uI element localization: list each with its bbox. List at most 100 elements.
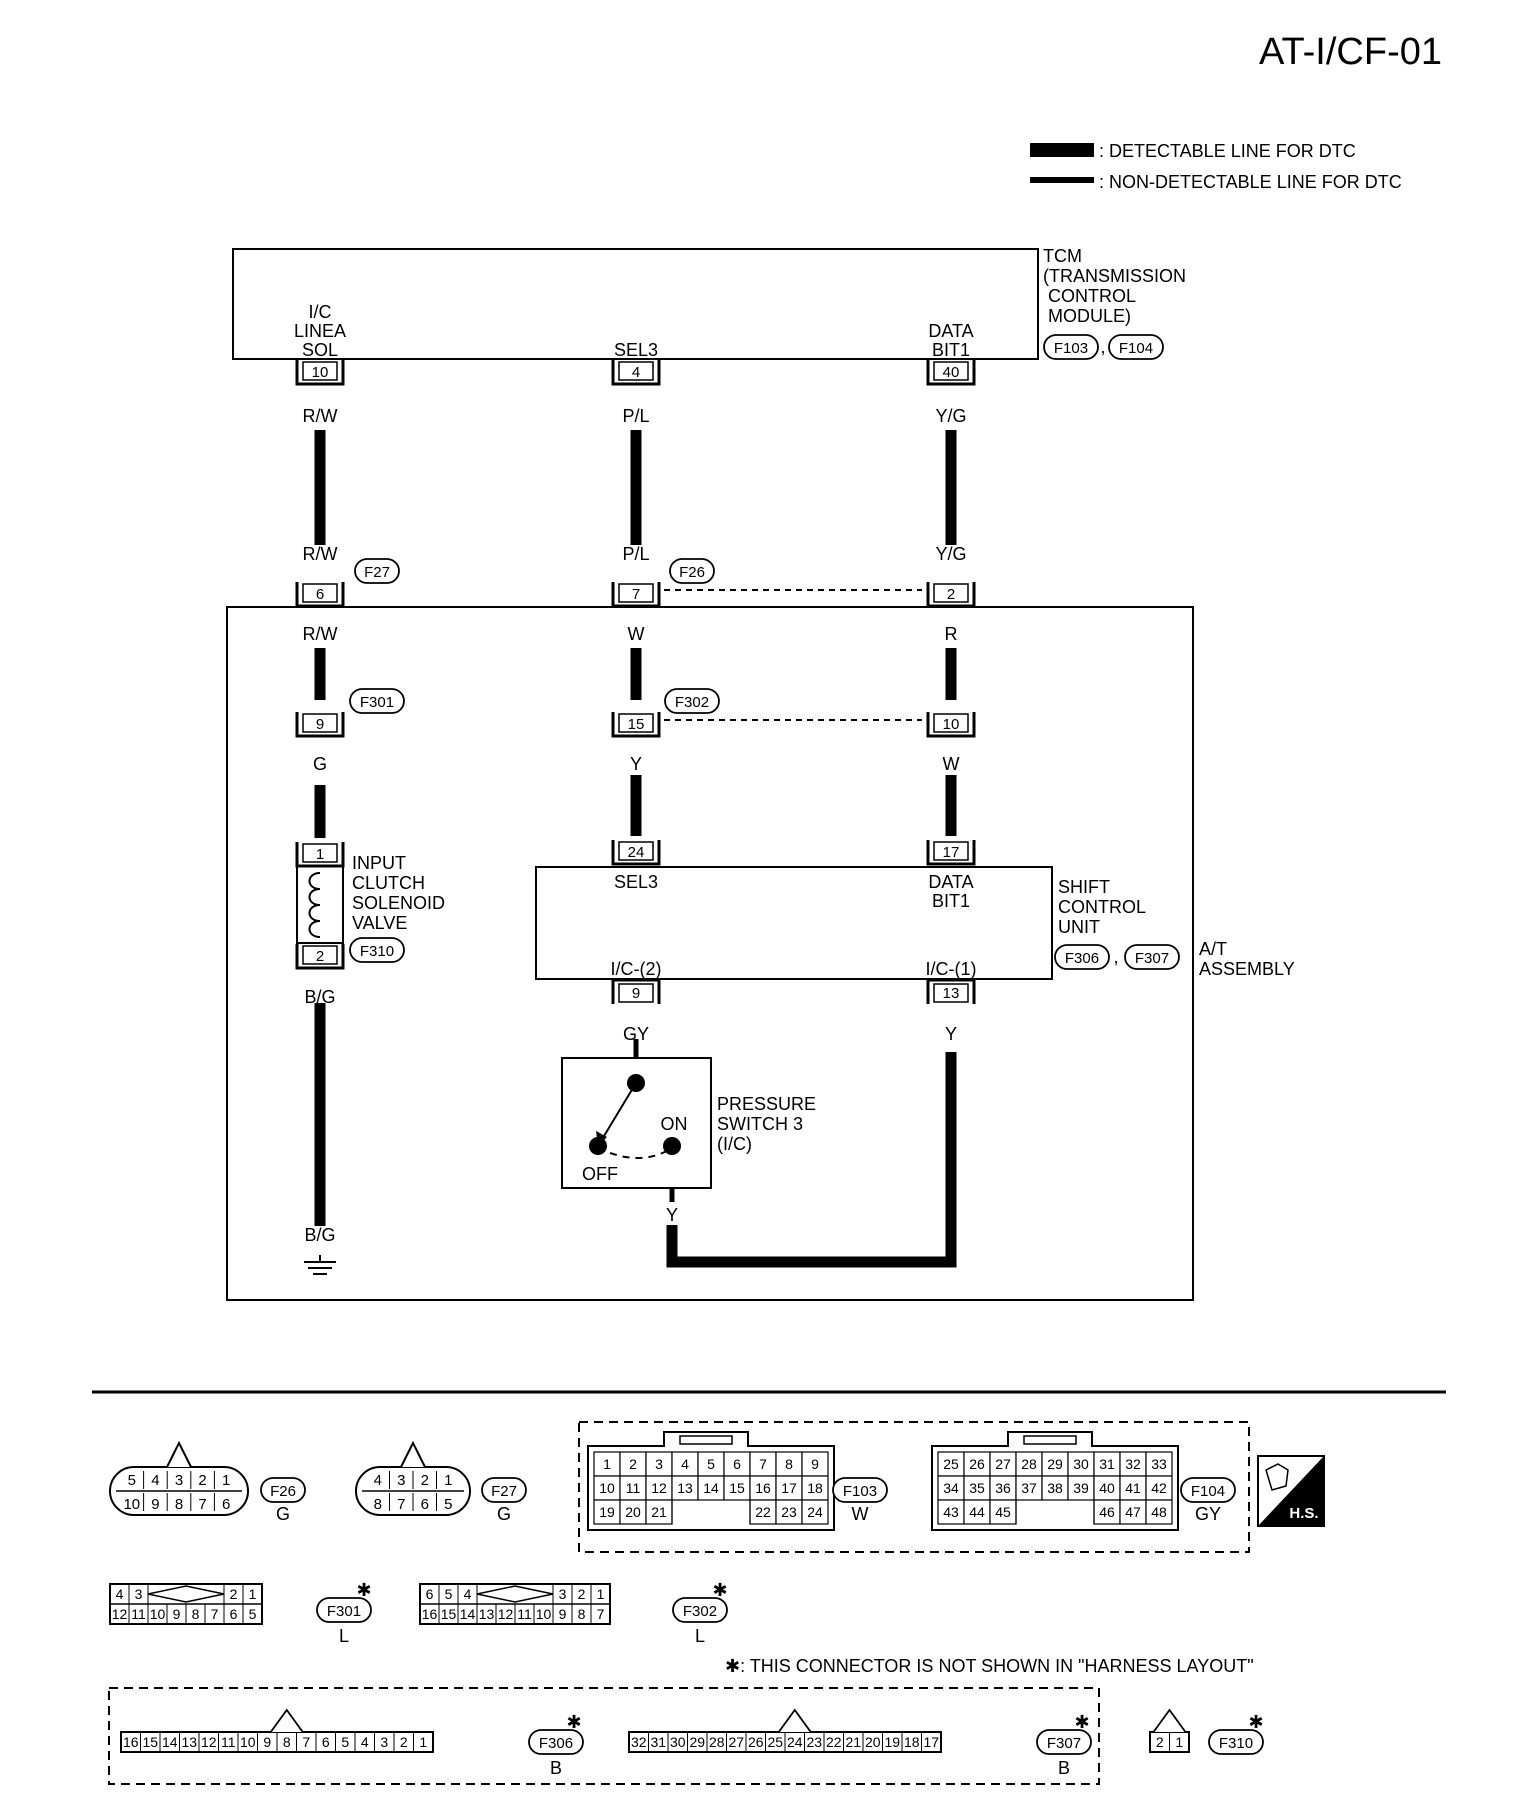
cv-f306-pin-1: 1 (419, 1734, 427, 1750)
scu-title-line1: SHIFT (1058, 877, 1110, 897)
cv-f104-pin-27: 27 (995, 1456, 1011, 1472)
cv-f104-pin-32: 32 (1125, 1456, 1141, 1472)
tcm-pin-10-wire: R/W (303, 406, 338, 426)
cv-f104-cell-37 (1015, 1475, 1043, 1501)
scu-in-pin-24-bracket (611, 840, 661, 866)
solenoid-out-wire: B/G (304, 987, 335, 1007)
cv-f103-pin-10: 10 (599, 1480, 615, 1496)
cv-f307-pin-17: 17 (923, 1734, 939, 1750)
cv-f26-ref-pill (260, 1477, 306, 1503)
cv-f307-pin-26: 26 (748, 1734, 764, 1750)
cv-f306-pin-3: 3 (380, 1734, 388, 1750)
f301-bottom-wire: G (313, 754, 327, 774)
switch-off-contact (589, 1137, 607, 1155)
cv-f306-ref-pill (528, 1729, 584, 1755)
cv-f104-pin-44: 44 (969, 1504, 985, 1520)
scu-out-pin-9-number: 9 (632, 985, 640, 1002)
tcm-title-line3: CONTROL (1043, 286, 1136, 306)
pressure-switch-label-line1: PRESSURE (717, 1094, 816, 1114)
cv-f306-ref-label: F306 (539, 1735, 573, 1752)
cv-f26-ref-label: F26 (270, 1483, 296, 1500)
cv-f26-color: G (276, 1504, 290, 1524)
cv-f306-pin-10: 10 (240, 1734, 256, 1750)
f302-pin-10-number: 10 (943, 716, 960, 733)
tcm-pin-40-wire: Y/G (935, 406, 966, 426)
scu-connector-f307-label: F307 (1135, 950, 1169, 967)
diagram-dynamic: I/CLINEASOL10R/WSEL34P/LDATABIT140Y/GF10… (109, 302, 1325, 1778)
cv-f103-pin-11: 11 (626, 1480, 641, 1496)
cv-f104-cell-32 (1119, 1451, 1147, 1477)
cv-f307-pin-31: 31 (650, 1734, 666, 1750)
f301-pin-bracket (295, 712, 345, 738)
cv-f306-pin-11: 11 (221, 1734, 236, 1750)
cv-f104-cell-45 (989, 1499, 1017, 1525)
cv-f104-pin-42: 42 (1151, 1480, 1167, 1496)
legend-non-detectable-text: : NON-DETECTABLE LINE FOR DTC (1099, 172, 1402, 192)
cv-f27-pin-5: 5 (444, 1496, 452, 1513)
cv-f302-pin-6: 6 (426, 1586, 434, 1602)
cv-f103-cell-12 (645, 1475, 673, 1501)
cv-f306-pin-14: 14 (162, 1734, 178, 1750)
f306-f307-group (108, 1687, 1100, 1785)
cv-f103-cell-19 (593, 1499, 621, 1525)
f26-pin-7-bottom-wire: W (628, 624, 645, 644)
f302-ref-label: F302 (675, 694, 709, 711)
cv-f302-pin-4: 4 (464, 1586, 472, 1602)
tcm-title-line4: MODULE) (1043, 306, 1131, 326)
scu-box (535, 866, 1053, 980)
solenoid-label-line3: SOLENOID (352, 893, 445, 913)
cv-f306-pin-5: 5 (341, 1734, 349, 1750)
at-assembly-box (226, 606, 1194, 1301)
cv-f104-cell-25 (937, 1451, 965, 1477)
f301-pin-box (302, 713, 338, 733)
cv-f307-pin-27: 27 (728, 1734, 744, 1750)
f26-pin-2-number: 2 (947, 586, 955, 603)
scu-in-pin-24-number: 24 (628, 844, 645, 861)
cv-f27-pin-4: 4 (374, 1472, 382, 1489)
cv-f104-pin-46: 46 (1099, 1504, 1115, 1520)
f26-pin-7-top-wire: P/L (622, 544, 649, 564)
cv-f103-pin-8: 8 (785, 1456, 793, 1472)
cv-f104-recess (1015, 1500, 1095, 1524)
cv-f103-cell-20 (619, 1499, 647, 1525)
scu-connector-f306-pill (1054, 944, 1110, 970)
solenoid-label-line2: CLUTCH (352, 873, 425, 893)
cv-f27-pin-8: 8 (374, 1496, 382, 1513)
cv-f301-pin-12: 12 (112, 1606, 128, 1622)
cv-f306-pin-12: 12 (201, 1734, 217, 1750)
f27-pin-number: 6 (316, 586, 324, 603)
f27-top-wire: R/W (303, 544, 338, 564)
scu-out-pin-9-bracket (611, 978, 661, 1004)
tcm-pin-2-label-line0: DATA (928, 321, 973, 341)
solenoid-coil-symbol (308, 872, 321, 938)
cv-f301-pin-1: 1 (249, 1586, 257, 1602)
scu-in-pin-17-box (933, 841, 969, 861)
scu-connector-f307-pill (1124, 944, 1180, 970)
cv-f301-pin-2: 2 (230, 1586, 238, 1602)
tcm-pin-40-bracket (926, 360, 976, 386)
cv-f104-pin-33: 33 (1151, 1456, 1167, 1472)
solenoid-connector-f310-label: F310 (360, 943, 394, 960)
cv-f306-star: ✱ (566, 1712, 581, 1732)
cv-f104-key (1023, 1435, 1077, 1445)
cv-f104-cell-43 (937, 1499, 965, 1525)
diagram-shapes (92, 143, 1446, 1785)
cv-f103-pin-1: 1 (603, 1456, 611, 1472)
scu-title-line2: CONTROL (1058, 897, 1146, 917)
cv-f302-pin-8: 8 (578, 1606, 586, 1622)
cv-f26-pin-3: 3 (175, 1472, 183, 1489)
cv-f104-pin-40: 40 (1099, 1480, 1115, 1496)
f26-pin-2-box (933, 583, 969, 603)
cv-f103-pin-5: 5 (707, 1456, 715, 1472)
cv-f307-key (778, 1708, 812, 1733)
pressure-switch-label-line2: SWITCH 3 (717, 1114, 803, 1134)
solenoid-pin-2-bracket (295, 944, 345, 970)
cv-f310-ref-label: F310 (1219, 1735, 1253, 1752)
pressure-switch-box (561, 1057, 712, 1189)
cv-f104-cell-30 (1067, 1451, 1095, 1477)
cv-f26-pin-1: 1 (222, 1472, 230, 1489)
cv-f104-pin-45: 45 (995, 1504, 1011, 1520)
cv-f26-key (166, 1440, 192, 1468)
cv-f302-pin-3: 3 (559, 1586, 567, 1602)
